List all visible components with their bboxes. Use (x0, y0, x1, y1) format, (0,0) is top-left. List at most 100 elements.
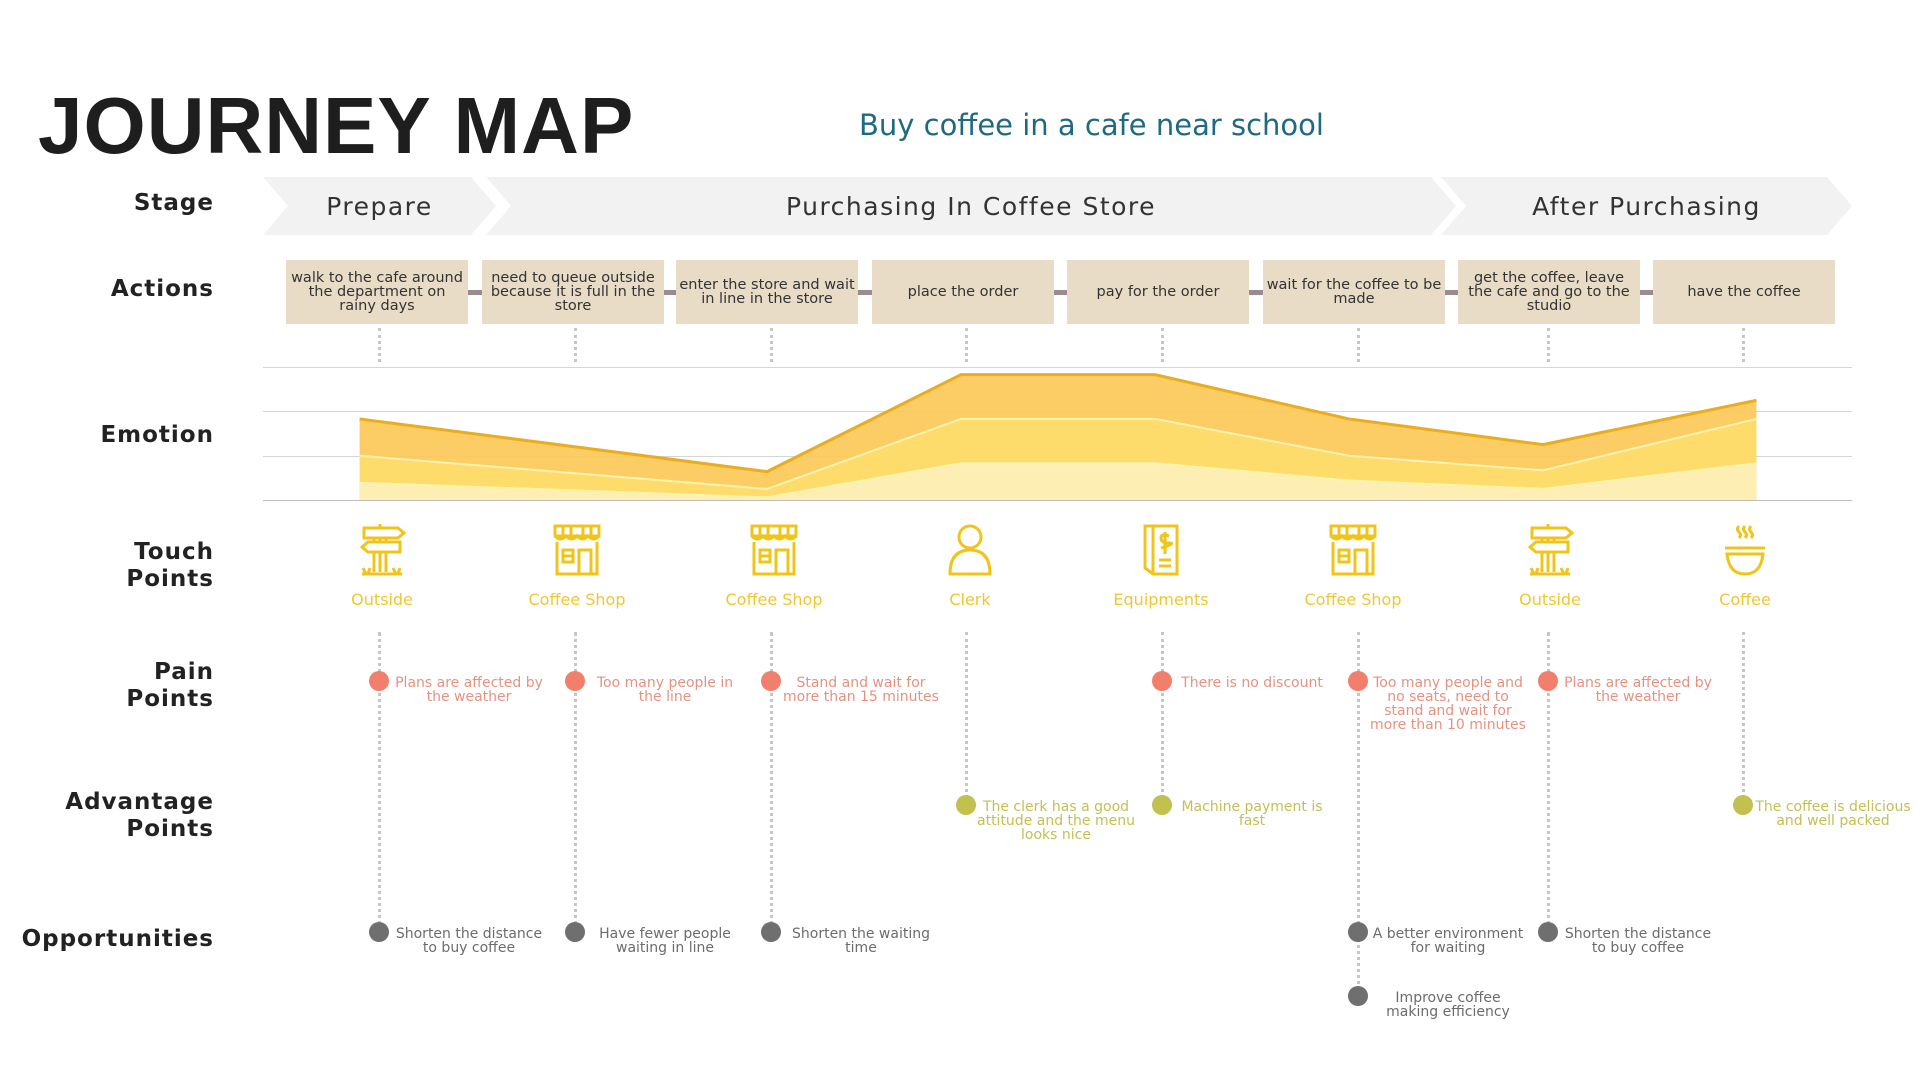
action-card: need to queue outside because it is full… (482, 260, 664, 324)
touch-point-label: Coffee Shop (725, 590, 823, 609)
row-label-line: Advantage (65, 789, 214, 815)
pain-point-dot (369, 671, 389, 691)
advantage-point-dot (956, 795, 976, 815)
journey-dotted-line (1742, 632, 1745, 805)
pain-point-text: Too many people and no seats, need to st… (1370, 675, 1526, 733)
action-connector (1445, 290, 1459, 295)
action-dotted-line (378, 328, 381, 362)
opportunity-text: A better environment for waiting (1372, 926, 1524, 956)
emotion-line-middle (359, 417, 1757, 490)
action-connector (1640, 290, 1654, 295)
emotion-baseline (263, 500, 1852, 501)
opportunity-text: Shorten the distance to buy coffee (1564, 926, 1712, 956)
opportunity-dot (369, 922, 389, 942)
pain-point-dot (761, 671, 781, 691)
journey-dotted-line (965, 632, 968, 805)
pain-point-dot (1348, 671, 1368, 691)
row-label-line: Points (126, 686, 214, 712)
stage-after-purchasing: After Purchasing (1441, 177, 1852, 235)
opportunity-text: Improve coffee making efficiency (1386, 990, 1510, 1020)
touch-point-label: Coffee (1719, 590, 1771, 609)
advantage-point-dot (1152, 795, 1172, 815)
pain-point-text: Plans are affected by the weather (395, 675, 543, 705)
action-card: pay for the order (1067, 260, 1249, 324)
action-dotted-line (965, 328, 968, 362)
stage-purchasing: Purchasing In Coffee Store (486, 177, 1456, 235)
opportunity-text: Have fewer people waiting in line (599, 926, 731, 956)
pain-point-dot (565, 671, 585, 691)
journey-dotted-line (770, 632, 773, 932)
row-label-actions: Actions (110, 276, 214, 302)
action-card: get the coffee, leave the cafe and go to… (1458, 260, 1640, 324)
row-label-line: Points (126, 566, 214, 592)
touch-point-label: Equipments (1113, 590, 1209, 609)
touch-point-label: Clerk (949, 590, 991, 609)
action-card: wait for the coffee to be made (1263, 260, 1445, 324)
emotion-area-middle (359, 418, 1757, 500)
action-card: walk to the cafe around the department o… (286, 260, 468, 324)
stage-label: Prepare (326, 191, 433, 221)
person-icon (940, 522, 1000, 578)
action-connector (1054, 290, 1068, 295)
stage-prepare: Prepare (263, 177, 496, 235)
advantage-point-dot (1733, 795, 1753, 815)
action-connector (664, 290, 678, 295)
journey-dotted-line (1357, 632, 1360, 996)
action-dotted-line (1357, 328, 1360, 362)
stage-label: After Purchasing (1532, 191, 1761, 221)
coffee-bowl-icon (1715, 522, 1775, 578)
action-dotted-line (1742, 328, 1745, 362)
pain-point-text: Plans are affected by the weather (1564, 675, 1712, 705)
pain-point-dot (1152, 671, 1172, 691)
advantage-point-text: The clerk has a good attitude and the me… (977, 799, 1135, 843)
journey-dotted-line (378, 632, 381, 932)
emotion-line-top (359, 373, 1757, 474)
pain-point-text: Stand and wait for more than 15 minutes (783, 675, 939, 705)
touch-point-label: Coffee Shop (1304, 590, 1402, 609)
opportunity-dot (1348, 922, 1368, 942)
emotion-line-bottom (359, 462, 1757, 499)
journey-dotted-line (574, 632, 577, 932)
emotion-area-bottom (359, 463, 1757, 500)
opportunity-dot (1538, 922, 1558, 942)
opportunity-text: Shorten the waiting time (792, 926, 930, 956)
receipt-icon (1131, 522, 1191, 578)
store-icon (744, 522, 804, 578)
journey-dotted-line (1161, 632, 1164, 805)
row-label-line: Points (126, 816, 214, 842)
action-dotted-line (1547, 328, 1550, 362)
emotion-gridline (263, 367, 1852, 368)
store-icon (1323, 522, 1383, 578)
signpost-icon (1520, 522, 1580, 578)
action-dotted-line (574, 328, 577, 362)
action-connector (468, 290, 482, 295)
opportunity-dot (1348, 986, 1368, 1006)
action-card: place the order (872, 260, 1054, 324)
advantage-point-text: The coffee is delicious and well packed (1755, 799, 1911, 829)
row-label-opportunities: Opportunities (21, 926, 214, 952)
opportunity-dot (761, 922, 781, 942)
action-dotted-line (770, 328, 773, 362)
touch-point-label: Coffee Shop (528, 590, 626, 609)
advantage-point-text: Machine payment is fast (1181, 799, 1323, 829)
row-label-line: Pain (153, 659, 214, 685)
store-icon (547, 522, 607, 578)
touch-point-label: Outside (351, 590, 413, 609)
pain-point-text: Too many people in the line (596, 675, 734, 705)
opportunity-text: Shorten the distance to buy coffee (395, 926, 543, 956)
action-connector (1249, 290, 1263, 295)
pain-point-dot (1538, 671, 1558, 691)
action-dotted-line (1161, 328, 1164, 362)
opportunity-dot (565, 922, 585, 942)
signpost-icon (352, 522, 412, 578)
page-subtitle: Buy coffee in a cafe near school (859, 108, 1324, 142)
action-card: have the coffee (1653, 260, 1835, 324)
row-label-line: Touch (134, 539, 214, 565)
stage-label: Purchasing In Coffee Store (785, 191, 1157, 221)
row-label-emotion: Emotion (100, 422, 214, 448)
touch-point-label: Outside (1519, 590, 1581, 609)
journey-dotted-line (1547, 632, 1550, 932)
